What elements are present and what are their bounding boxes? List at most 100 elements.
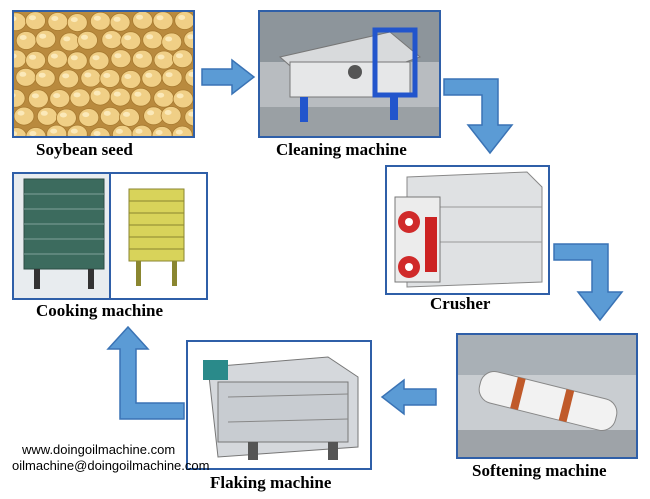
- soybean-highlight: [188, 111, 193, 117]
- soybean: [142, 30, 164, 50]
- soybean-highlight: [51, 16, 59, 21]
- soybean: [14, 88, 26, 108]
- soybean: [119, 108, 140, 127]
- soybean: [130, 87, 152, 107]
- arrow-down-icon: [553, 243, 624, 322]
- soybean-highlight: [113, 16, 121, 22]
- soybean: [34, 68, 56, 88]
- soybean-highlight: [40, 110, 48, 116]
- soybean-highlight: [31, 93, 39, 99]
- soybean: [153, 50, 175, 70]
- soybean: [58, 69, 80, 89]
- soybean-highlight: [14, 53, 17, 59]
- soybean-highlight: [53, 93, 61, 99]
- cooking-machine-label: Cooking machine: [36, 301, 164, 320]
- soybean: [161, 68, 183, 88]
- soybean-highlight: [81, 34, 88, 40]
- soybean-highlight: [187, 34, 193, 40]
- email-text: oilmachine@doingoilmachine.com: [12, 458, 210, 473]
- cleaning-machine-image: [258, 10, 441, 138]
- soybean-highlight: [114, 53, 122, 59]
- soybean-highlight: [135, 128, 143, 134]
- soybean: [90, 12, 111, 31]
- soybean-highlight: [14, 16, 17, 22]
- soybean-highlight: [176, 53, 183, 59]
- soybean: [160, 106, 182, 125]
- soybean-highlight: [19, 35, 27, 40]
- soybean-highlight: [70, 55, 78, 61]
- soybean-highlight: [29, 131, 37, 136]
- soybean-highlight: [146, 34, 154, 40]
- soybean: [15, 67, 37, 87]
- soybean: [69, 88, 91, 108]
- soybean: [172, 49, 193, 69]
- soybean: [14, 127, 27, 136]
- soybean-highlight: [93, 90, 101, 96]
- soybean: [77, 30, 98, 50]
- soybean: [47, 12, 69, 31]
- soybean: [99, 69, 121, 88]
- soybean: [89, 86, 111, 106]
- soybean-highlight: [136, 14, 144, 20]
- arrow-left-icon: [380, 378, 437, 416]
- soybean-highlight: [62, 73, 70, 79]
- soybean-highlight: [176, 93, 184, 99]
- arrow-right-icon: [201, 58, 256, 96]
- soybean-highlight: [156, 15, 164, 21]
- soybean-highlight: [73, 92, 81, 98]
- soybean: [120, 31, 142, 51]
- soybean-highlight: [165, 72, 173, 78]
- soybean: [35, 29, 57, 49]
- soybean: [36, 106, 58, 126]
- soybean: [80, 68, 102, 88]
- soybean: [109, 87, 131, 107]
- soybean: [132, 12, 153, 30]
- flaking-machine-label: Flaking machine: [210, 473, 332, 492]
- soybean-seed-label: Soybean seed: [36, 140, 133, 159]
- soybean-highlight: [39, 33, 47, 39]
- soybean: [172, 89, 193, 109]
- cleaning-machine-label: Cleaning machine: [276, 140, 407, 159]
- soybean-highlight: [157, 92, 165, 98]
- soybean: [131, 49, 153, 69]
- soybean: [110, 49, 132, 69]
- soybean-highlight: [115, 128, 123, 134]
- soybean-highlight: [82, 112, 90, 118]
- soybean-highlight: [17, 110, 25, 116]
- soybean-highlight: [135, 53, 143, 59]
- soybean-highlight: [93, 131, 101, 136]
- soybean-highlight: [19, 71, 27, 77]
- soybean-highlight: [145, 72, 153, 78]
- soybean-highlight: [147, 110, 155, 116]
- soybean-highlight: [103, 110, 111, 116]
- soybean-highlight: [165, 36, 173, 42]
- soybean-highlight: [134, 91, 142, 97]
- soybean: [78, 108, 100, 127]
- soybean-highlight: [50, 53, 58, 59]
- soybean-highlight: [123, 111, 130, 117]
- soybean: [109, 12, 131, 32]
- soybean: [25, 12, 46, 31]
- soybean-highlight: [178, 15, 186, 20]
- soybean: [88, 51, 110, 71]
- soybean: [99, 107, 121, 126]
- soybean: [101, 30, 123, 50]
- soybean: [27, 89, 49, 109]
- soybean-highlight: [70, 128, 78, 134]
- crusher-label: Crusher: [430, 294, 491, 313]
- arrow-up-icon: [106, 325, 185, 420]
- soybean-highlight: [93, 15, 101, 21]
- soybean-highlight: [38, 72, 46, 78]
- soybean-highlight: [124, 74, 132, 79]
- soybean-highlight: [103, 73, 111, 78]
- soybean: [15, 31, 37, 50]
- soybean-highlight: [63, 36, 71, 42]
- soybean: [56, 108, 77, 128]
- soybean-highlight: [70, 17, 78, 23]
- soybean: [49, 89, 71, 108]
- soybean-highlight: [124, 35, 132, 41]
- cooking-machine-image: [12, 172, 208, 300]
- softening-machine-image: [456, 333, 638, 459]
- soybean-highlight: [164, 110, 172, 115]
- soybean-highlight: [29, 15, 36, 21]
